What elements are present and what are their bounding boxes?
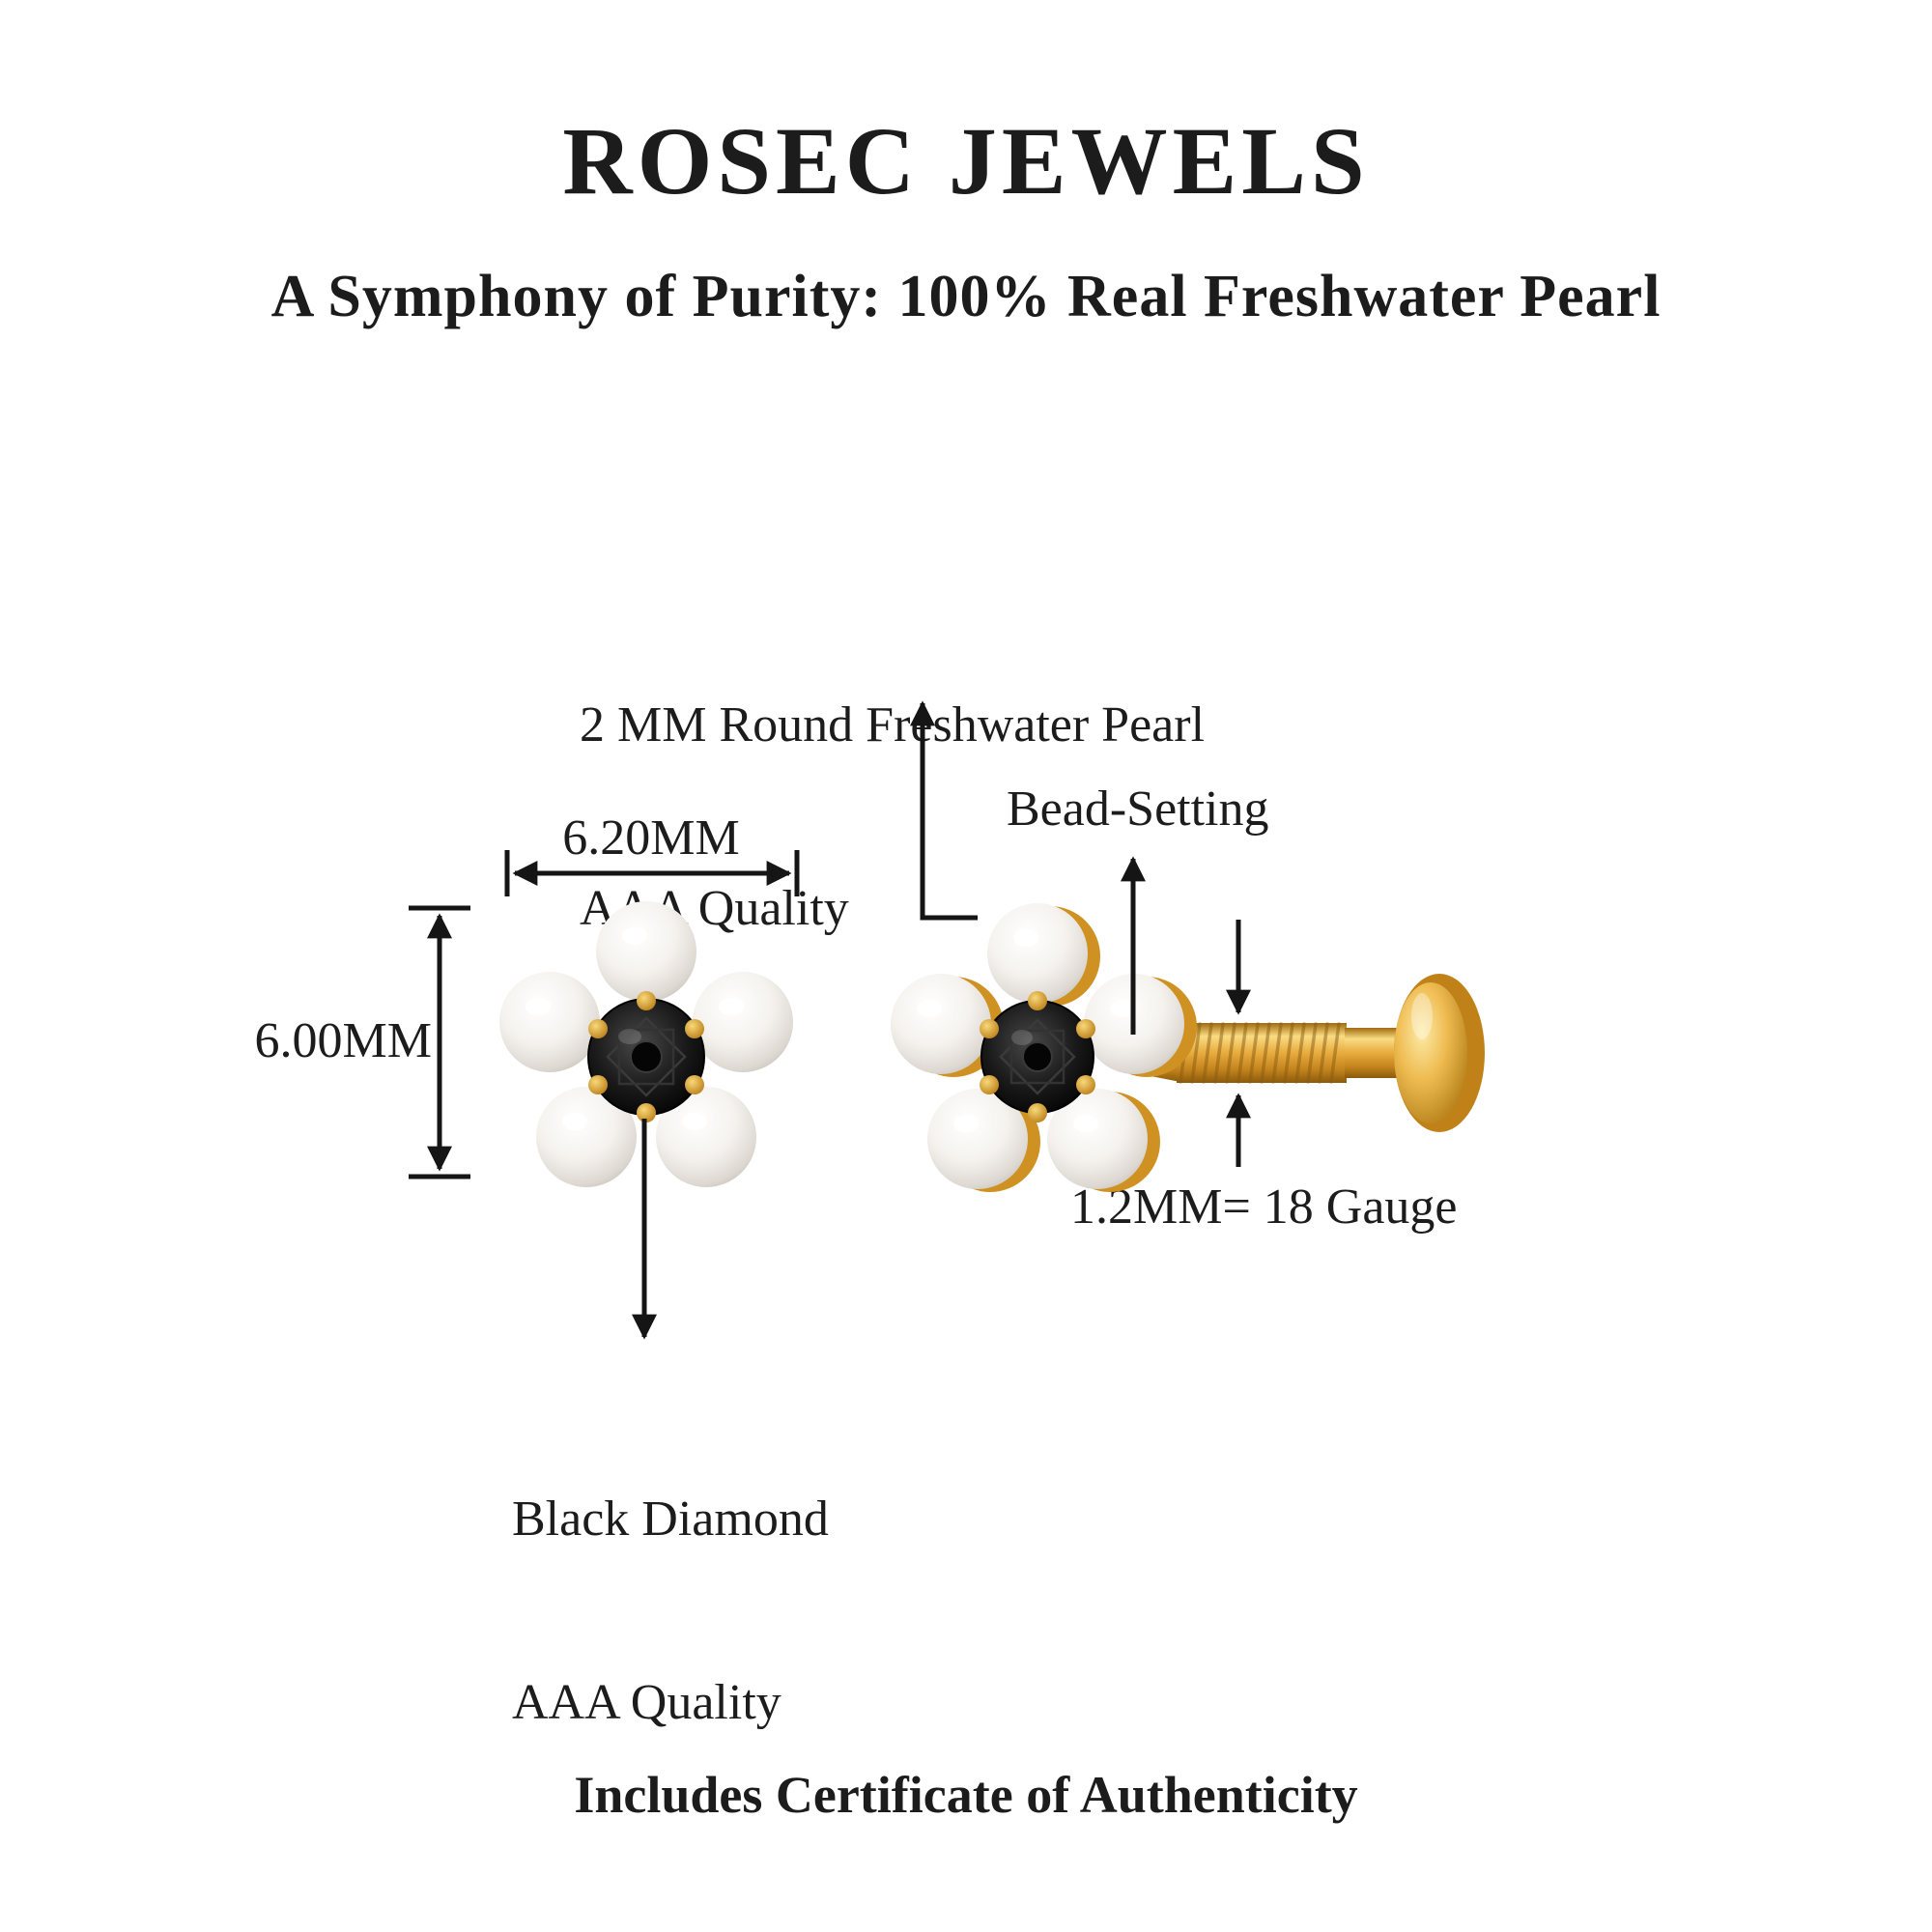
prong [980,1075,999,1094]
pearl-highlight [1073,1115,1098,1132]
black-diamond [587,998,705,1116]
pearl-highlight [917,1000,942,1017]
pearl-highlight [953,1115,979,1132]
pearl [693,972,793,1072]
pearl-highlight [1110,1000,1135,1017]
height-dimension-label: 6.00MM [254,1013,432,1068]
pearl [499,972,600,1072]
pearl-highlight [526,998,551,1015]
pearl-highlight [682,1113,707,1130]
diamond-annotation-line2: AAA Quality [512,1675,781,1731]
prong [588,1075,608,1094]
tagline: A Symphony of Purity: 100% Real Freshwat… [270,264,1662,329]
prong [980,1019,999,1038]
bead-setting-prongs [980,991,1095,1122]
front-view-pearls [499,901,793,1187]
diamond-highlight [618,1029,641,1044]
pearl [891,974,991,1074]
black-diamond [980,1000,1094,1114]
diamond-annotation: Black Diamond AAA Quality [512,1366,829,1857]
pearl-highlight [1013,929,1038,947]
bead-setting-label: Bead-Setting [1007,781,1269,837]
prong [1076,1019,1095,1038]
pearl [987,903,1088,1004]
pearl [927,1089,1028,1189]
pearl [656,1087,756,1187]
pearl [596,901,696,1002]
prong [1028,991,1047,1010]
pearl-highlight [622,927,647,945]
prong [685,1019,704,1038]
pearl-highlight [719,998,744,1015]
disc-face [1394,982,1467,1123]
pearl [536,1087,637,1187]
prong [1028,1103,1047,1122]
prong [588,1019,608,1038]
side-view-earring [891,903,1485,1192]
diamond-highlight [1011,1030,1033,1045]
prong [1076,1075,1095,1094]
disc-highlight [1411,993,1433,1039]
dimension-annotations [409,700,1251,1340]
bead-setting-prongs [588,991,704,1122]
prong [637,991,656,1010]
front-view-earring [499,901,793,1187]
brand-title: ROSEC JEWELS [562,107,1370,214]
certificate-footer: Includes Certificate of Authenticity [574,1766,1358,1824]
diamond-annotation-line1: Black Diamond [512,1491,829,1547]
pearl-callout-arrow [910,700,978,921]
side-view-pearls [891,903,1184,1189]
width-dimension-label: 6.20MM [562,810,740,866]
pearl-highlight [562,1113,587,1130]
prong [637,1103,656,1122]
pearl-annotation-line1: 2 MM Round Freshwater Pearl [580,696,1206,753]
pearl [1047,1089,1148,1189]
prong [685,1075,704,1094]
disc-back [1394,974,1485,1132]
